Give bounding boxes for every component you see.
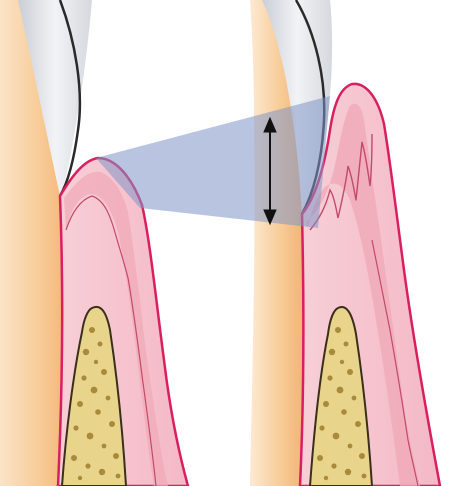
left-panel bbox=[0, 0, 188, 486]
right-panel bbox=[250, 0, 440, 486]
